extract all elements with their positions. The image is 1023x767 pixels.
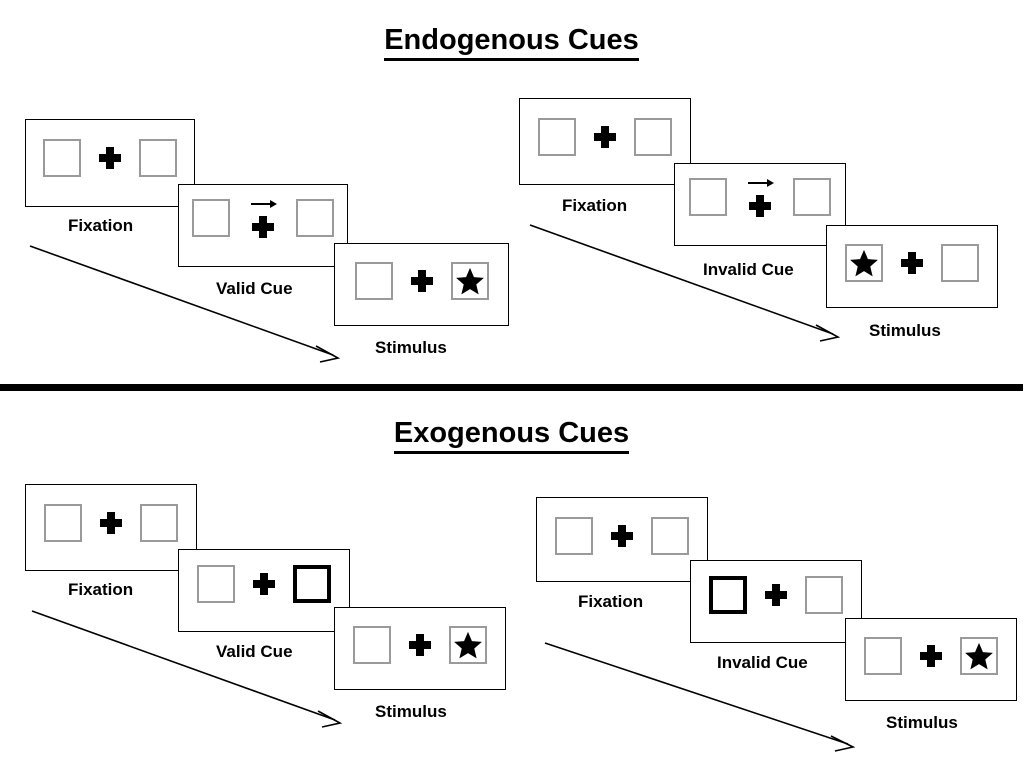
fixation-cross-icon xyxy=(594,126,616,148)
right-box xyxy=(140,504,178,542)
target-star-icon xyxy=(850,249,878,277)
fixation-cross-icon xyxy=(765,584,787,606)
section-title-exogenous: Exogenous Cues xyxy=(0,417,1023,454)
frame-content xyxy=(691,576,861,614)
frame-content xyxy=(335,626,505,664)
fixation-cross-icon xyxy=(409,634,431,656)
frame-content xyxy=(335,262,508,300)
left-box xyxy=(864,637,902,675)
right-box xyxy=(296,199,334,237)
frame-content xyxy=(179,198,347,238)
frame-exogenous-invalid-fixation xyxy=(536,497,708,582)
right-box xyxy=(449,626,487,664)
frame-label-endogenous-invalid-stimulus: Stimulus xyxy=(869,321,941,340)
fixation-cross-icon xyxy=(99,147,121,169)
frame-label-endogenous-invalid-cue: Invalid Cue xyxy=(703,260,794,279)
cue-stack xyxy=(248,198,278,238)
frame-endogenous-invalid-stimulus xyxy=(826,225,998,308)
right-box xyxy=(651,517,689,555)
frame-label-exogenous-invalid-cue: Invalid Cue xyxy=(717,653,808,672)
target-star-icon xyxy=(454,631,482,659)
frame-exogenous-valid-stimulus xyxy=(334,607,506,690)
fixation-cross-icon xyxy=(611,525,633,547)
left-box xyxy=(538,118,576,156)
left-box xyxy=(845,244,883,282)
fixation-cross-icon xyxy=(252,216,274,238)
frame-label-exogenous-valid-stimulus: Stimulus xyxy=(375,702,447,721)
left-box xyxy=(43,139,81,177)
frame-endogenous-valid-stimulus xyxy=(334,243,509,326)
fixation-cross-icon xyxy=(100,512,122,534)
frame-exogenous-valid-cue xyxy=(178,549,350,632)
right-box xyxy=(960,637,998,675)
right-box xyxy=(634,118,672,156)
right-box xyxy=(793,178,831,216)
frame-label-exogenous-valid-fixation: Fixation xyxy=(68,580,134,599)
frame-endogenous-valid-cue xyxy=(178,184,348,267)
target-star-icon xyxy=(455,267,484,295)
right-box xyxy=(450,262,489,300)
frame-label-endogenous-invalid-fixation: Fixation xyxy=(562,196,628,215)
fixation-cross-icon xyxy=(410,270,433,292)
frame-content xyxy=(520,118,690,156)
frame-exogenous-invalid-cue xyxy=(690,560,862,643)
frame-content xyxy=(26,504,196,542)
frame-exogenous-invalid-stimulus xyxy=(845,618,1017,701)
section-title-exogenous-text: Exogenous Cues xyxy=(393,417,630,454)
left-box xyxy=(44,504,82,542)
frame-label-exogenous-valid-cue: Valid Cue xyxy=(216,642,293,661)
frame-label-endogenous-valid-cue: Valid Cue xyxy=(216,279,293,298)
frame-label-exogenous-invalid-stimulus: Stimulus xyxy=(886,713,958,732)
left-box xyxy=(197,565,235,603)
fixation-cross-icon xyxy=(920,645,942,667)
section-title-endogenous: Endogenous Cues xyxy=(0,24,1023,61)
section-divider xyxy=(0,384,1023,391)
right-box-cued xyxy=(293,565,331,603)
left-box xyxy=(353,626,391,664)
frame-endogenous-invalid-cue xyxy=(674,163,846,246)
right-box xyxy=(139,139,177,177)
target-star-icon xyxy=(965,642,993,670)
frame-content xyxy=(675,177,845,217)
left-box xyxy=(354,262,393,300)
frame-content xyxy=(846,637,1016,675)
frame-endogenous-valid-fixation xyxy=(25,119,195,207)
frame-content xyxy=(179,565,349,603)
fixation-cross-icon xyxy=(749,195,771,217)
frame-exogenous-valid-fixation xyxy=(25,484,197,571)
frame-content xyxy=(827,244,997,282)
arrow-right-cue-icon xyxy=(251,200,277,208)
frame-content xyxy=(537,517,707,555)
cue-stack xyxy=(745,177,775,217)
left-box xyxy=(689,178,727,216)
frame-endogenous-invalid-fixation xyxy=(519,98,691,185)
arrow-right-cue-icon xyxy=(748,179,774,187)
frame-label-exogenous-invalid-fixation: Fixation xyxy=(578,592,644,611)
fixation-cross-icon xyxy=(901,252,923,274)
frame-content xyxy=(26,139,194,177)
frame-label-endogenous-valid-fixation: Fixation xyxy=(68,216,134,235)
section-title-endogenous-text: Endogenous Cues xyxy=(384,24,639,61)
left-box xyxy=(192,199,230,237)
left-box-cued xyxy=(709,576,747,614)
fixation-cross-icon xyxy=(253,573,275,595)
frame-label-endogenous-valid-stimulus: Stimulus xyxy=(375,338,447,357)
time-flow-arrow-exogenous-invalid xyxy=(544,642,856,752)
right-box xyxy=(941,244,979,282)
right-box xyxy=(805,576,843,614)
left-box xyxy=(555,517,593,555)
